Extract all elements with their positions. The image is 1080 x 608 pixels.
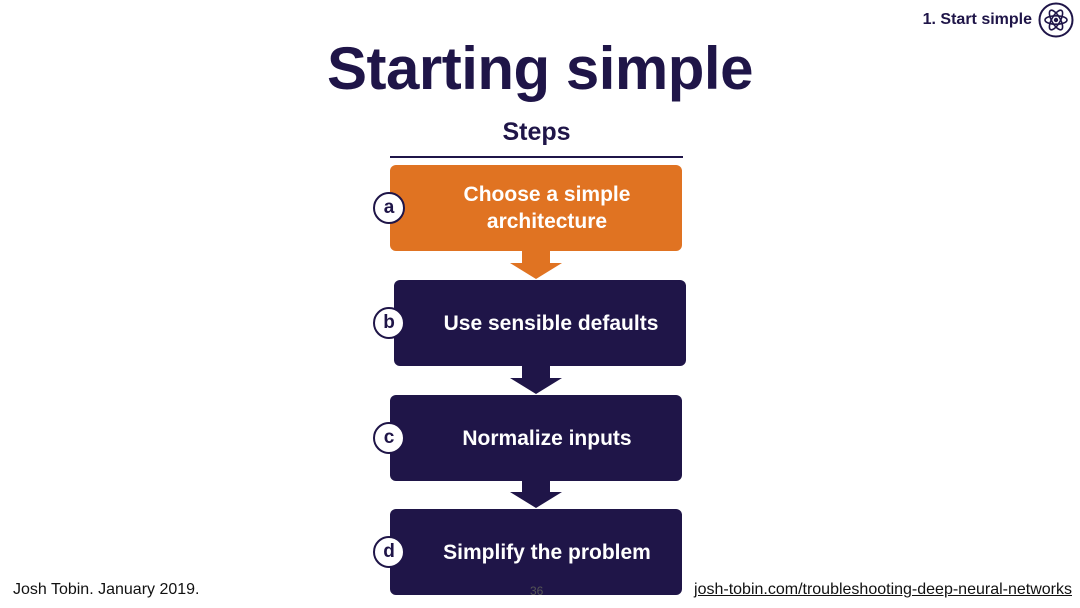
- arrow-down-icon: [510, 263, 562, 279]
- step-label-d: Simplify the problem: [443, 540, 651, 564]
- step-box-c: Normalize inputs: [390, 395, 682, 481]
- step-label-a: Choose a simple architecture: [463, 183, 631, 233]
- step-letter-c: c: [373, 422, 405, 454]
- footer-link[interactable]: josh-tobin.com/troubleshooting-deep-neur…: [694, 581, 1072, 598]
- arrow-down-icon: [510, 492, 562, 508]
- section-label: 1. Start simple: [922, 11, 1032, 28]
- step-letter-b: b: [373, 307, 405, 339]
- arrow-stem-b-c: [522, 366, 550, 378]
- atom-icon: [1038, 2, 1074, 38]
- step-label-c: Normalize inputs: [462, 426, 632, 450]
- footer-author: Josh Tobin. January 2019.: [13, 581, 200, 598]
- step-label-b: Use sensible defaults: [443, 311, 659, 335]
- step-letter-d: d: [373, 536, 405, 568]
- slide-title: Starting simple: [327, 35, 753, 102]
- step-box-b: Use sensible defaults: [394, 280, 686, 366]
- step-letter-a: a: [373, 192, 405, 224]
- page-number: 36: [530, 584, 544, 598]
- arrow-stem-a-b: [522, 251, 550, 263]
- arrow-stem-c-d: [522, 481, 550, 492]
- arrow-down-icon: [510, 378, 562, 394]
- steps-divider: [390, 156, 683, 158]
- step-box-a: Choose a simple architecture: [390, 165, 682, 251]
- step-box-d: Simplify the problem: [390, 509, 682, 595]
- steps-header: Steps: [502, 118, 571, 146]
